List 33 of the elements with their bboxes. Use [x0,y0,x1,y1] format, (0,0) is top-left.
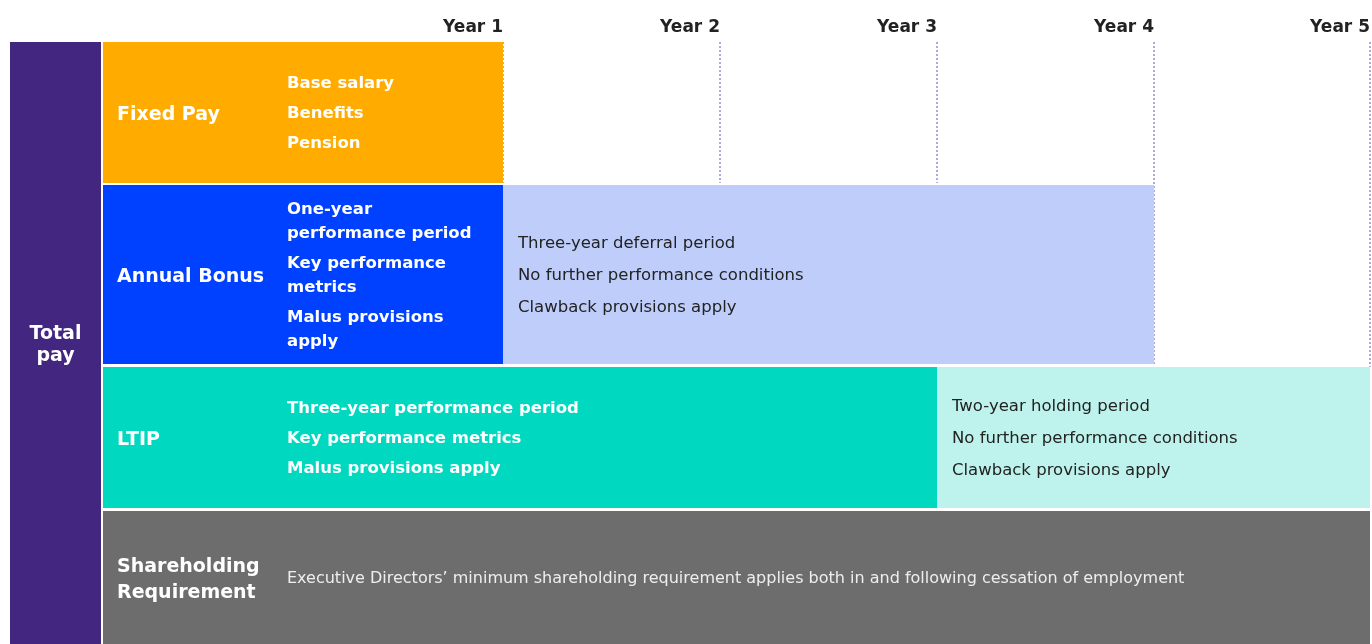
row-heading: Annual Bonus [117,262,266,288]
row-heading: Total pay [28,320,83,367]
item-text: Key performance metrics [287,251,448,298]
row-heading: Fixed Pay [117,100,221,126]
item-text: One-year performance period [287,197,473,244]
total-pay-band [10,42,101,644]
item-text: Three-year deferral period [518,231,737,254]
item-text: Two-year holding period [952,394,1151,417]
item-text: Pension [287,131,362,154]
item-text: Executive Directors’ minimum shareholding requirement applies both in and following cessation of employment [287,566,1186,589]
year-label: Year 4 [1093,16,1154,36]
row-heading: Shareholding Requirement [117,552,261,604]
year-label: Year 2 [659,16,720,36]
item-text: Clawback provisions apply [952,458,1172,481]
item-text: Three-year performance period [287,396,580,419]
year-label: Year 1 [442,16,503,36]
item-text: No further performance conditions [952,426,1239,449]
ltip-bar [103,367,937,508]
item-text: Key performance metrics [287,426,523,449]
year-label: Year 5 [1309,16,1370,36]
holding-period-bar [937,367,1370,508]
item-text: Benefits [287,101,365,124]
item-text: No further performance conditions [518,263,805,286]
deferral-period-bar [503,185,1154,364]
fixed-pay-bar [103,42,503,183]
shareholding-bar [103,511,1370,644]
annual-bonus-bar [103,185,503,364]
item-text: Malus provisions apply [287,305,445,352]
row-heading: LTIP [117,425,161,451]
item-text: Base salary [287,71,396,94]
year-label: Year 3 [876,16,937,36]
item-text: Clawback provisions apply [518,295,738,318]
item-text: Malus provisions apply [287,456,502,479]
